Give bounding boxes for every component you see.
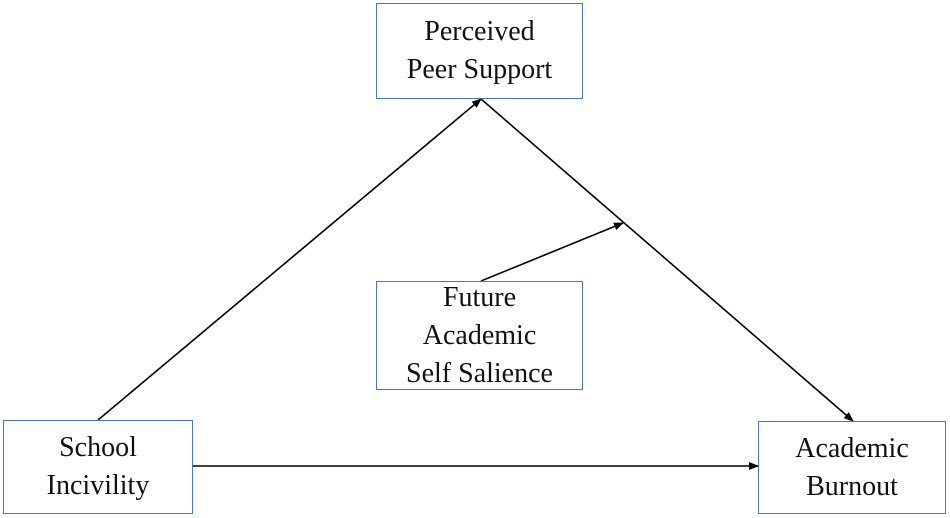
node-label-line: Academic [422,319,537,351]
node-label-line: Academic [795,432,909,464]
node-perceived-peer-support: Perceived Peer Support [376,3,583,99]
node-label-line: Future [442,281,517,313]
node-label-line: School [59,432,137,463]
node-label-line: Perceived [424,16,535,47]
node-label-line: Burnout [806,470,898,502]
node-label-line: Peer Support [406,54,553,85]
node-label-line: Self Salience [406,357,553,389]
node-academic-burnout: Academic Burnout [758,421,946,514]
arrow-peer-support-to-burnout [480,98,854,422]
arrow-salience-moderates-path [480,222,624,282]
arrow-incivility-to-peer-support [97,98,482,421]
node-school-incivility: School Incivility [3,420,193,514]
node-label-line: Incivility [46,470,150,501]
node-future-academic-self-salience: Future Academic Self Salience [376,281,583,390]
